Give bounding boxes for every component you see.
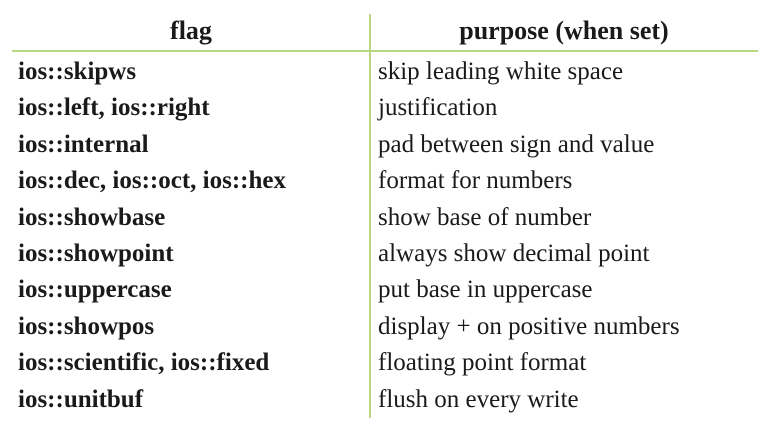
table-header: flag purpose (when set) <box>12 10 758 52</box>
header-purpose: purpose (when set) <box>459 16 669 45</box>
table-row: ios::scientific, ios::fixed floating poin… <box>12 346 758 382</box>
flag-cell: ios::skipws <box>18 58 137 85</box>
flag-cell: ios::internal <box>18 130 149 158</box>
purpose-cell: format for numbers <box>378 167 573 195</box>
purpose-cell: display + on positive numbers <box>378 312 680 340</box>
table-row: ios::dec, ios::oct, ios::hex format for n… <box>12 164 758 200</box>
flag-cell: ios::showbase <box>18 203 166 231</box>
flag-cell: ios::showpoint <box>18 239 174 267</box>
flag-cell: ios::dec, ios::oct, ios::hex <box>18 167 286 195</box>
purpose-cell: pad between sign and value <box>378 130 655 158</box>
table-row: ios::uppercase put base in uppercase <box>12 273 758 309</box>
flag-cell: ios::left, ios::right <box>18 94 210 122</box>
purpose-cell: floating point format <box>378 349 587 377</box>
table-row: ios::skipws skip leading white space <box>12 55 758 91</box>
table-row: ios::showbase show base of number <box>12 201 758 237</box>
purpose-cell: justification <box>378 94 498 122</box>
table-row: ios::showpos display + on positive number… <box>12 310 758 346</box>
flag-cell: ios::uppercase <box>18 276 172 304</box>
purpose-cell: always show decimal point <box>378 239 650 267</box>
flags-table: flag purpose (when set) ios::skipws skip … <box>12 10 758 418</box>
purpose-cell: show base of number <box>378 203 592 231</box>
flag-cell: ios::scientific, ios::fixed <box>18 349 270 377</box>
column-divider <box>369 14 371 418</box>
table-row: ios::internal pad between sign and value <box>12 128 758 164</box>
flag-cell: ios::showpos <box>18 312 155 340</box>
header-flag: flag <box>170 16 212 45</box>
purpose-cell: skip leading white space <box>378 58 624 85</box>
table-row: ios::showpoint always show decimal point <box>12 237 758 273</box>
header-rule <box>12 50 758 52</box>
table-row: ios::unitbuf flush on every write <box>12 383 758 419</box>
table-row: ios::left, ios::right justification <box>12 91 758 127</box>
purpose-cell: put base in uppercase <box>378 276 593 304</box>
flag-cell: ios::unitbuf <box>18 385 144 413</box>
purpose-cell: flush on every write <box>378 385 579 413</box>
